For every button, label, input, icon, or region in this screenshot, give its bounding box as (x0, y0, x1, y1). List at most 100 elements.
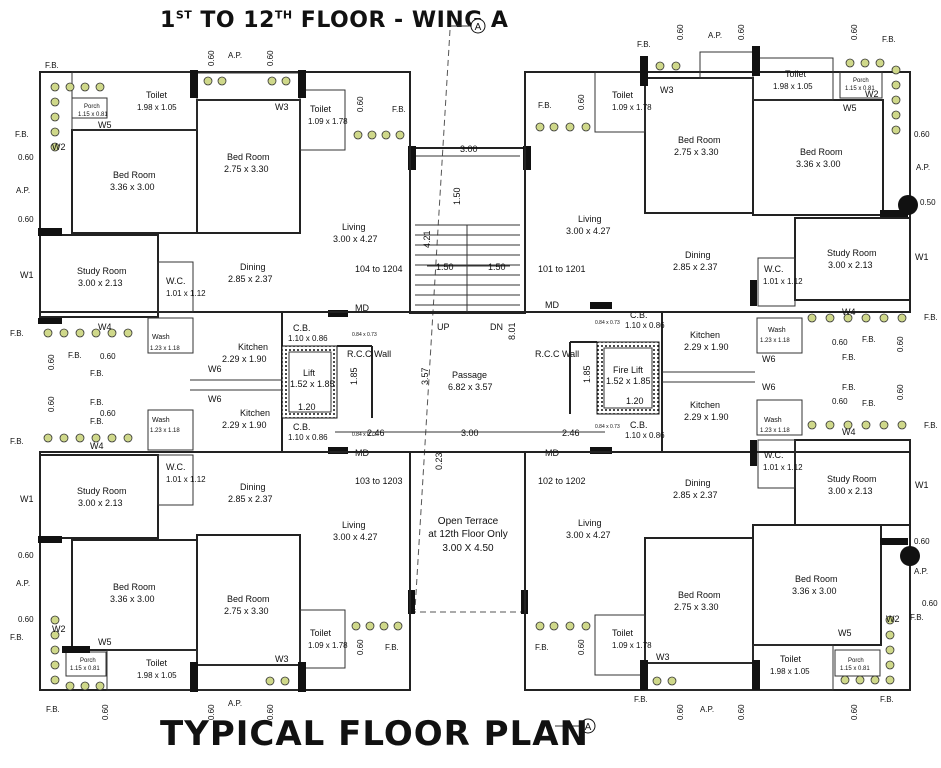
br-dim-060-4: 0.60 (896, 384, 905, 400)
cb-top-right-label: C.B. (630, 310, 648, 320)
bl-dim-060-6: 0.60 (207, 704, 216, 720)
bl-fb-3: F.B. (90, 417, 104, 426)
flat-bottom-right (524, 399, 920, 691)
bl-bedroom2-dims: 2.75 x 3.30 (224, 606, 269, 616)
tr-fb-5: F.B. (862, 335, 876, 344)
br-fb-4: F.B. (910, 613, 924, 622)
stair-flight-left-dim: 1.50 (436, 262, 454, 272)
tr-dining-dims: 2.85 x 2.37 (673, 262, 718, 272)
bl-w5: W5 (98, 637, 112, 647)
tl-dim-060-2: 0.60 (18, 215, 34, 224)
tr-dim-060-2: 0.60 (832, 338, 848, 347)
br-fb-6: F.B. (535, 643, 549, 652)
br-dim-060-2: 0.60 (914, 537, 930, 546)
tr-kitchen-dims: 2.29 x 1.90 (684, 342, 729, 352)
bl-dining-dims: 2.85 x 2.37 (228, 494, 273, 504)
br-w4: W4 (842, 427, 856, 437)
small-cb-3-dims: 0.84 x 0.73 (595, 320, 620, 326)
tr-fb-2: F.B. (882, 35, 896, 44)
tl-porch-label: Porch (84, 104, 100, 110)
lift-depth-dim: 1.85 (349, 367, 359, 385)
tl-fb-1: F.B. (15, 130, 29, 139)
bl-wc-dims: 1.01 x 1.12 (166, 475, 206, 484)
tr-toilet-dims: 1.98 x 1.05 (773, 82, 813, 91)
bl-wash-label: Wash (152, 417, 170, 424)
lobby-left-dim: 2.46 (367, 428, 385, 438)
br-bedroom2-dims: 3.36 x 3.00 (792, 586, 837, 596)
flat-top-right (524, 46, 918, 354)
tl-kitchen-label: Kitchen (238, 342, 268, 352)
tl-dim-060-3: 0.60 (100, 352, 116, 361)
br-wash-dims: 1.23 x 1.18 (760, 428, 790, 434)
passage-dims: 6.82 x 3.57 (448, 382, 493, 392)
bl-kitchen-label: Kitchen (240, 408, 270, 418)
tr-toilet2-dims: 1.09 x 1.78 (612, 103, 652, 112)
tr-porch-label: Porch (853, 78, 869, 84)
bl-unit-range: 103 to 1203 (355, 476, 403, 486)
tr-study-dims: 3.00 x 2.13 (828, 260, 873, 270)
bl-bedroom2-label: Bed Room (227, 594, 270, 604)
br-porch-dims: 1.15 x 0.81 (840, 666, 870, 672)
br-ap-1: A.P. (700, 705, 714, 714)
cb-bottom-left-dims: 1.10 x 0.86 (288, 433, 328, 442)
br-dim-060-7: 0.60 (737, 704, 746, 720)
terrace-note: at 12th Floor Only (428, 529, 507, 540)
tl-unit-range: 104 to 1204 (355, 264, 403, 274)
tr-fb-1: F.B. (637, 40, 651, 49)
tr-w2: W2 (865, 89, 879, 99)
tr-bedroom2-dims: 3.36 x 3.00 (796, 159, 841, 169)
section-marker-top (470, 18, 486, 34)
section-marker-bottom (580, 718, 596, 734)
bl-fb-1: F.B. (10, 437, 24, 446)
tl-dim-060-5: 0.60 (266, 50, 275, 66)
stair-landing-dim: 1.50 (452, 187, 462, 205)
br-toilet-dims: 1.98 x 1.05 (770, 667, 810, 676)
bl-dim-060-5: 0.60 (356, 639, 365, 655)
br-fb-3: F.B. (924, 421, 938, 430)
stair-up-label: UP (437, 322, 450, 332)
tr-ap-1: A.P. (708, 31, 722, 40)
tl-dim-060-6: 0.60 (356, 96, 365, 112)
tr-w5: W5 (843, 103, 857, 113)
tr-w3: W3 (660, 85, 674, 95)
tr-bedroom1-dims: 2.75 x 3.30 (674, 147, 719, 157)
br-w1: W1 (915, 480, 929, 490)
bl-dim-060-4: 0.60 (47, 396, 56, 412)
bl-ap-1: A.P. (16, 579, 30, 588)
cb-bottom-left-label: C.B. (293, 422, 311, 432)
bl-fb-6: F.B. (385, 643, 399, 652)
br-study-dims: 3.00 x 2.13 (828, 486, 873, 496)
bl-toilet2-label: Toilet (310, 628, 332, 638)
br-bedroom1-label: Bed Room (678, 590, 721, 600)
tl-wc-label: W.C. (166, 276, 186, 286)
cb-top-right-dims: 1.10 x 0.86 (625, 321, 665, 330)
tr-w6: W6 (762, 354, 776, 364)
stair-down-label: DN (490, 322, 503, 332)
tr-bedroom1-label: Bed Room (678, 135, 721, 145)
br-porch-label: Porch (848, 658, 864, 664)
tl-bedroom1-dims: 3.36 x 3.00 (110, 182, 155, 192)
tl-dim-060-7: 0.60 (47, 354, 56, 370)
bl-living-dims: 3.00 x 4.27 (333, 532, 378, 542)
br-w5: W5 (838, 628, 852, 638)
bl-bedroom1-dims: 3.36 x 3.00 (110, 594, 155, 604)
tl-dining-label: Dining (240, 262, 266, 272)
tl-bedroom2-label: Bed Room (227, 152, 270, 162)
tl-wash-label: Wash (152, 334, 170, 341)
tr-wc-label: W.C. (764, 264, 784, 274)
passage-width-dim: 3.00 (461, 428, 479, 438)
tl-fb-5: F.B. (68, 351, 82, 360)
tl-toilet2-dims: 1.09 x 1.78 (308, 117, 348, 126)
br-bedroom2-label: Bed Room (795, 574, 838, 584)
tl-study-label: Study Room (77, 266, 127, 276)
fire-lift-door-dim: 1.20 (626, 396, 644, 406)
tl-fb-2: F.B. (45, 61, 59, 70)
br-dining-dims: 2.85 x 2.37 (673, 490, 718, 500)
tl-w6: W6 (208, 364, 222, 374)
terrace-label: Open Terrace (438, 516, 499, 527)
small-cb-4-dims: 0.84 x 0.73 (595, 424, 620, 430)
cb-top-left-dims: 1.10 x 0.86 (288, 334, 328, 343)
tl-fb-4: F.B. (10, 329, 24, 338)
br-dim-060-8: 0.60 (850, 704, 859, 720)
tr-w1: W1 (915, 252, 929, 262)
